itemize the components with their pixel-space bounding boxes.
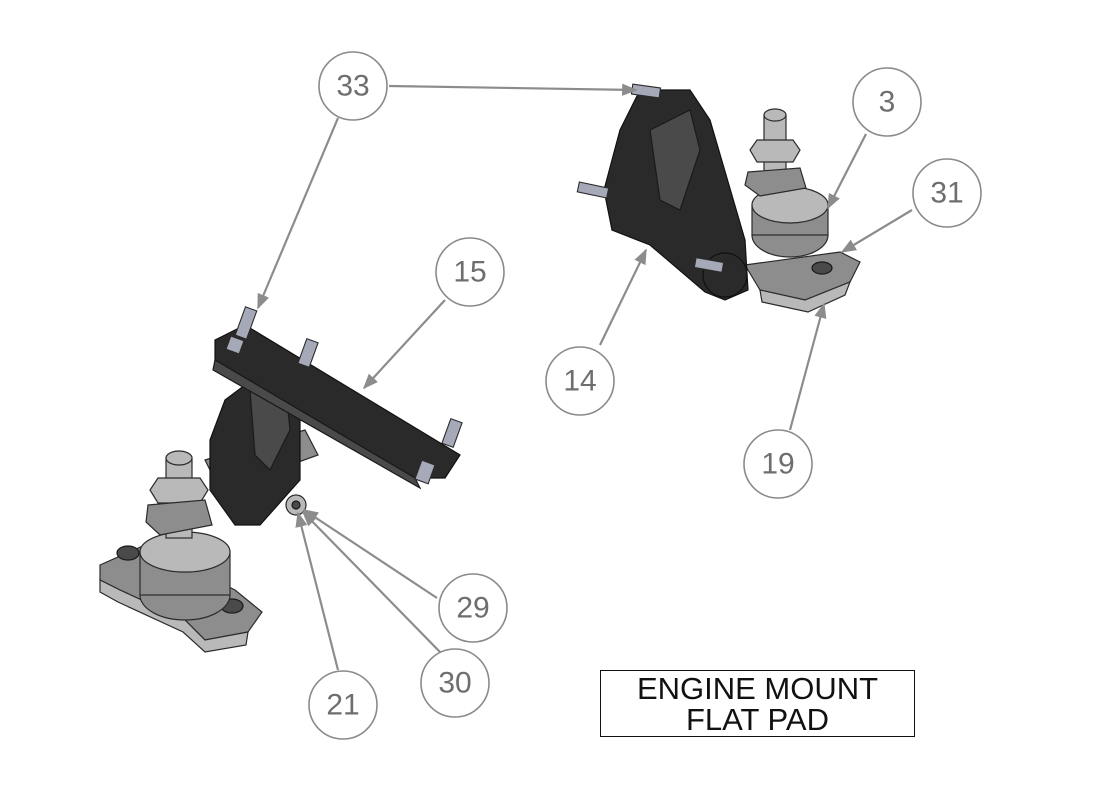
balloon-33-label: 33 <box>336 70 369 103</box>
balloon-21-label: 21 <box>326 689 359 722</box>
balloon-30: 30 <box>420 648 490 718</box>
title-line-1: ENGINE MOUNT <box>636 671 879 706</box>
balloon-29: 29 <box>438 573 508 643</box>
leader-14 <box>599 248 647 346</box>
leader-33-left <box>256 117 340 310</box>
leader-21 <box>295 511 340 671</box>
title-block: ENGINE MOUNT FLAT PAD <box>600 670 915 737</box>
balloon-19-label: 19 <box>761 448 794 481</box>
leader-3 <box>827 133 867 210</box>
left-mount-assembly <box>99 306 463 653</box>
balloon-31: 31 <box>912 158 982 228</box>
title-line-2: FLAT PAD <box>686 702 829 737</box>
balloon-3: 3 <box>852 67 922 137</box>
balloon-15-label: 15 <box>453 256 486 289</box>
balloon-14: 14 <box>545 346 615 416</box>
balloon-19: 19 <box>743 429 813 499</box>
balloon-33: 33 <box>318 51 388 121</box>
balloon-21: 21 <box>308 670 378 740</box>
balloon-30-label: 30 <box>438 667 471 700</box>
leader-30 <box>301 510 441 653</box>
balloon-3-label: 3 <box>879 86 896 119</box>
leader-15 <box>362 299 446 390</box>
leader-31 <box>840 209 913 253</box>
balloon-15: 15 <box>435 237 505 307</box>
leader-33-right <box>388 83 638 96</box>
balloon-31-label: 31 <box>930 177 963 210</box>
right-mount-assembly <box>576 83 861 313</box>
leader-29 <box>302 509 438 599</box>
balloon-29-label: 29 <box>456 592 489 625</box>
leader-lines <box>256 83 913 671</box>
leader-19 <box>788 302 827 431</box>
balloon-14-label: 14 <box>563 365 596 398</box>
